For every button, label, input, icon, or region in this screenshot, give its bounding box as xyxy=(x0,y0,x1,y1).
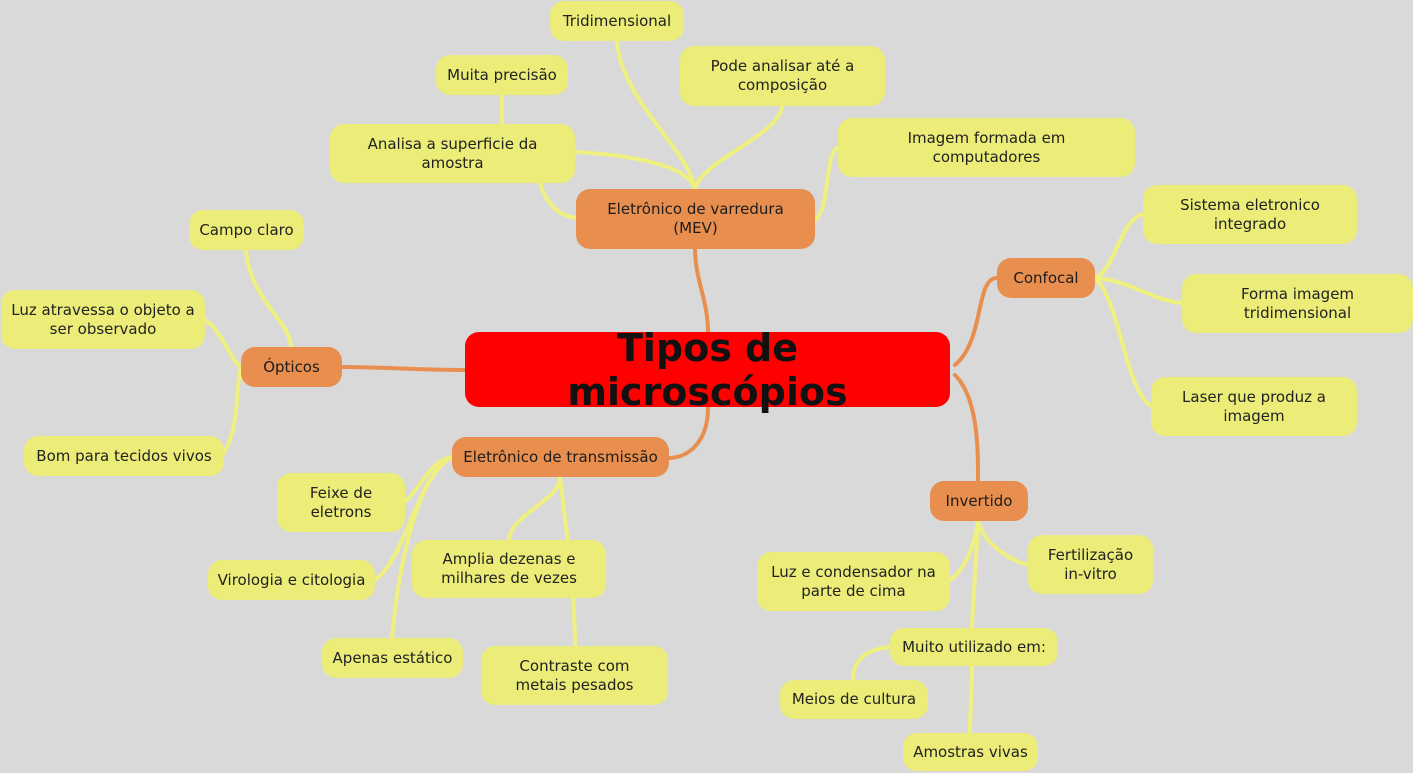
leaf-node-apenas-estatico[interactable]: Apenas estático xyxy=(322,638,463,678)
leaf-label: Meios de cultura xyxy=(791,690,917,708)
leaf-node-fertilizacao[interactable]: Fertilização in-vitro xyxy=(1028,535,1153,594)
leaf-node-luz-condensador[interactable]: Luz e condensador na parte de cima xyxy=(757,552,950,611)
link-transmissao-amplia xyxy=(507,476,562,542)
leaf-label: Forma imagem tridimensional xyxy=(1240,284,1355,322)
link-root-invertido xyxy=(953,373,981,483)
link-opticos-luz xyxy=(203,318,243,369)
link-opticos-campoclaro xyxy=(244,248,293,349)
link-mev-superficie xyxy=(573,150,697,192)
leaf-label: Muito utilizado em: xyxy=(902,637,1046,656)
link-utilizado-meios xyxy=(851,645,892,682)
link-mev-tridimensional xyxy=(615,38,697,192)
leaf-node-meios-cultura[interactable]: Meios de cultura xyxy=(780,680,928,719)
link-confocal-forma xyxy=(1093,276,1184,305)
leaf-label: Campo claro xyxy=(199,220,294,239)
leaf-label: Amostras vivas xyxy=(913,742,1028,761)
leaf-label: Luz atravessa o objeto a ser observado xyxy=(11,300,195,338)
leaf-label: Fertilização in-vitro xyxy=(1047,545,1134,583)
leaf-node-forma-imagem[interactable]: Forma imagem tridimensional xyxy=(1182,274,1413,333)
leaf-node-composicao[interactable]: Pode analisar até a composição xyxy=(680,46,885,106)
leaf-node-virologia[interactable]: Virologia e citologia xyxy=(208,560,375,600)
link-root-confocal xyxy=(953,276,999,367)
leaf-label: Tridimensional xyxy=(562,11,672,30)
leaf-node-muita-precisao[interactable]: Muita precisão xyxy=(436,55,568,95)
leaf-node-contraste[interactable]: Contraste com metais pesados xyxy=(481,646,668,705)
link-opticos-tecidos xyxy=(220,365,243,458)
root-label: Tipos de microscópios xyxy=(567,325,848,414)
link-mev-composicao xyxy=(693,103,784,192)
leaf-node-laser[interactable]: Laser que produz a imagem xyxy=(1151,377,1357,436)
link-root-transmissao xyxy=(666,406,710,460)
leaf-label: Apenas estático xyxy=(332,648,453,667)
leaf-node-tridimensional[interactable]: Tridimensional xyxy=(550,1,684,41)
leaf-label: Virologia e citologia xyxy=(217,570,366,589)
leaf-node-computadores[interactable]: Imagem formada em computadores xyxy=(838,118,1135,177)
leaf-node-campo-claro[interactable]: Campo claro xyxy=(189,210,304,250)
branch-label: Eletrônico de transmissão xyxy=(463,447,658,466)
branch-node-transmissao[interactable]: Eletrônico de transmissão xyxy=(452,437,669,477)
branch-label: Ópticos xyxy=(263,357,320,376)
link-root-mev xyxy=(693,246,710,334)
link-invertido-fertilizacao xyxy=(976,519,1030,567)
leaf-node-tecidos-vivos[interactable]: Bom para tecidos vivos xyxy=(24,436,224,476)
leaf-label: Amplia dezenas e milhares de vezes xyxy=(441,550,577,587)
branch-node-invertido[interactable]: Invertido xyxy=(930,481,1028,521)
link-transmissao-estatico xyxy=(390,455,454,640)
link-confocal-sistema xyxy=(1093,212,1145,280)
leaf-node-sistema-eletronico[interactable]: Sistema eletronico integrado xyxy=(1143,185,1357,244)
leaf-label: Contraste com metais pesados xyxy=(515,656,634,694)
link-utilizado-amostras xyxy=(968,664,974,735)
leaf-label: Bom para tecidos vivos xyxy=(36,446,212,465)
leaf-node-amplia[interactable]: Amplia dezenas e milhares de vezes xyxy=(412,540,606,598)
leaf-label: Feixe de eletrons xyxy=(309,483,373,521)
link-confocal-laser xyxy=(1093,276,1153,408)
root-node[interactable]: Tipos de microscópios xyxy=(465,326,950,414)
branch-label: Eletrônico de varredura (MEV) xyxy=(607,200,784,237)
link-mev-computadores xyxy=(813,146,840,222)
leaf-label: Sistema eletronico integrado xyxy=(1180,195,1320,233)
leaf-label: Imagem formada em computadores xyxy=(907,128,1066,166)
link-invertido-utilizado xyxy=(970,519,980,630)
branch-node-opticos[interactable]: Ópticos xyxy=(241,347,342,387)
link-root-opticos xyxy=(340,365,467,372)
leaf-node-amostras-vivas[interactable]: Amostras vivas xyxy=(903,733,1038,771)
leaf-label: Laser que produz a imagem xyxy=(1182,387,1326,425)
leaf-node-superficie[interactable]: Analisa a superficie da amostra xyxy=(330,124,575,183)
branch-label: Confocal xyxy=(1013,268,1079,287)
leaf-node-luz-atravessa[interactable]: Luz atravessa o objeto a ser observado xyxy=(1,290,205,349)
leaf-node-feixe[interactable]: Feixe de eletrons xyxy=(277,473,405,532)
leaf-label: Analisa a superficie da amostra xyxy=(367,134,538,172)
leaf-label: Luz e condensador na parte de cima xyxy=(771,562,936,600)
branch-label: Invertido xyxy=(945,491,1013,510)
leaf-label: Pode analisar até a composição xyxy=(710,57,855,94)
leaf-node-muito-utilizado[interactable]: Muito utilizado em: xyxy=(890,628,1058,666)
branch-node-mev[interactable]: Eletrônico de varredura (MEV) xyxy=(576,189,815,249)
leaf-label: Muita precisão xyxy=(447,65,557,84)
link-mev-superficie-low xyxy=(538,181,578,220)
branch-node-confocal[interactable]: Confocal xyxy=(997,258,1095,298)
